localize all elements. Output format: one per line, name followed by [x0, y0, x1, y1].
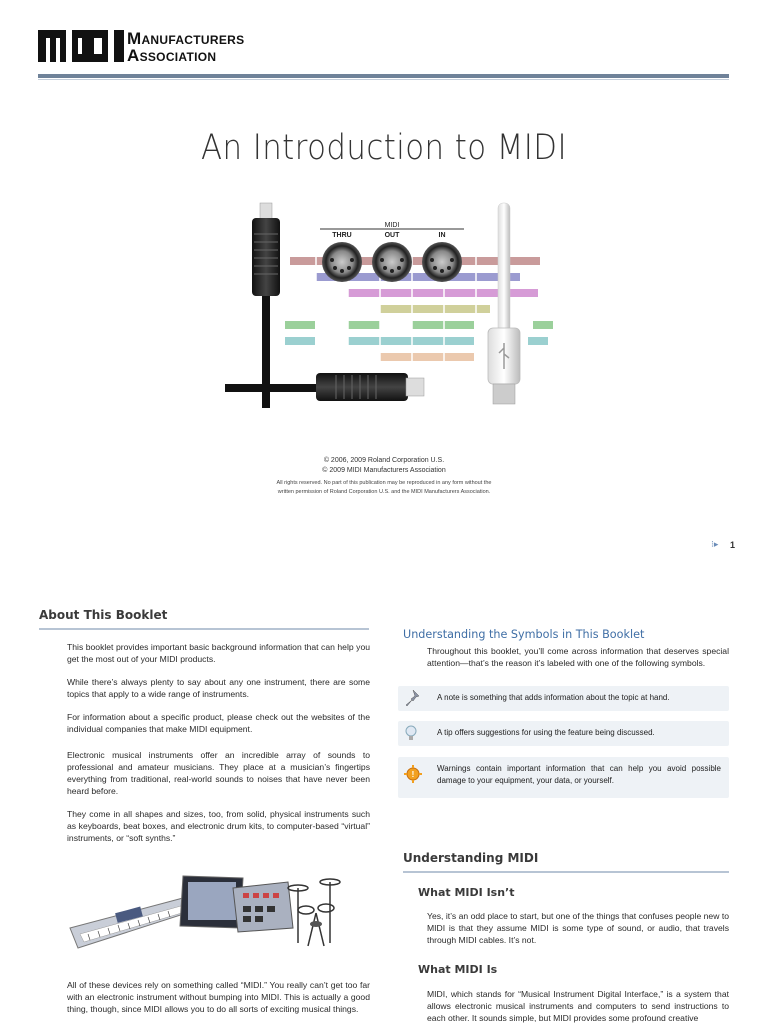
rights-line-1: All rights reserved. No part of this pub… [276, 480, 492, 486]
warning-box: ! Warnings contain important information… [398, 757, 729, 798]
rights-line-2: written permission of Roland Corporation… [277, 488, 491, 495]
understanding-rule [403, 871, 729, 873]
symbols-intro: Throughout this booklet, you’ll come acr… [427, 646, 729, 668]
out-jack [372, 242, 412, 282]
about-paragraph-1: This booklet provides important basic ba… [67, 642, 370, 664]
page-number: 1 [730, 540, 736, 550]
in-jack [422, 242, 462, 282]
midi-logo-mark [38, 28, 124, 69]
copyright-line-1: © 2006, 2009 Roland Corporation U.S. [323, 457, 445, 464]
warning-text: Warnings contain important information t… [437, 764, 721, 785]
what-midi-isnt-title: What MIDI Isn’t [418, 886, 515, 899]
header-rule [38, 74, 729, 78]
tip-text: A tip offers suggestions for using the f… [437, 728, 655, 737]
note-text: A note is something that adds informatio… [437, 693, 670, 702]
thru-label: THRU [332, 232, 351, 239]
symbols-title: Understanding the Symbols in This Bookle… [403, 628, 645, 641]
out-label: OUT [385, 232, 401, 239]
what-midi-is-text: MIDI, which stands for “Musical Instrume… [427, 989, 729, 1023]
page-arrow-icon: ⁝▸ [711, 539, 719, 549]
rights-notice: All rights reserved. No part of this pub… [230, 479, 538, 496]
what-midi-is-title: What MIDI Is [418, 963, 498, 976]
logo-wordmark: Manufacturers Association [127, 30, 244, 64]
instruments-image [68, 868, 343, 958]
understanding-title: Understanding MIDI [403, 851, 539, 865]
about-paragraph-5: They come in all shapes and sizes, too, … [67, 809, 370, 843]
what-midi-isnt-text: Yes, it’s an odd place to start, but one… [427, 911, 729, 945]
logo-line-1: Manufacturers [127, 29, 245, 48]
about-paragraph-4: Electronic musical instruments offer an … [67, 750, 370, 796]
lightbulb-icon [404, 724, 418, 747]
about-title: About This Booklet [39, 608, 168, 622]
about-paragraph-2: While there’s always plenty to say about… [67, 677, 370, 699]
header-rule-thin [38, 79, 729, 80]
warning-icon: ! [404, 765, 422, 788]
about-paragraph-6: All of these devices rely on something c… [67, 980, 370, 1014]
copyright-line-2: © 2009 MIDI Manufacturers Association [322, 467, 446, 474]
pushpin-icon [404, 689, 420, 712]
midi-cable-illustration: MIDI THRU OUT IN [220, 198, 560, 418]
midi-label: MIDI [385, 222, 400, 229]
note-box: A note is something that adds informatio… [398, 686, 729, 711]
page-title: An Introduction to MIDI [201, 128, 567, 168]
logo-line-2: Association [127, 46, 217, 65]
svg-text:!: ! [412, 770, 415, 779]
thru-jack [322, 242, 362, 282]
in-label: IN [439, 232, 446, 239]
about-paragraph-3: For information about a specific product… [67, 712, 370, 734]
about-rule [39, 628, 369, 630]
copyright-block: © 2006, 2009 Roland Corporation U.S. © 2… [200, 456, 568, 476]
color-bars [285, 257, 553, 361]
tip-box: A tip offers suggestions for using the f… [398, 721, 729, 746]
